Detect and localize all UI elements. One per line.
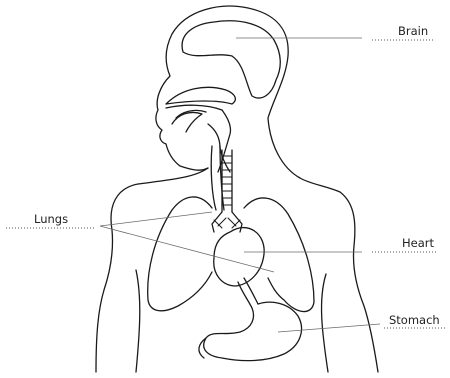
trachea bbox=[212, 150, 242, 232]
right-lung bbox=[244, 198, 314, 312]
airway-cavities bbox=[166, 87, 235, 172]
left-lung bbox=[148, 197, 212, 311]
heart-shape bbox=[214, 228, 264, 286]
label-lungs: Lungs bbox=[34, 212, 68, 226]
label-heart: Heart bbox=[402, 236, 434, 250]
label-stomach: Stomach bbox=[389, 313, 440, 327]
brain-shape bbox=[182, 21, 280, 98]
label-brain: Brain bbox=[398, 24, 428, 38]
oesophagus-lower bbox=[238, 278, 258, 308]
